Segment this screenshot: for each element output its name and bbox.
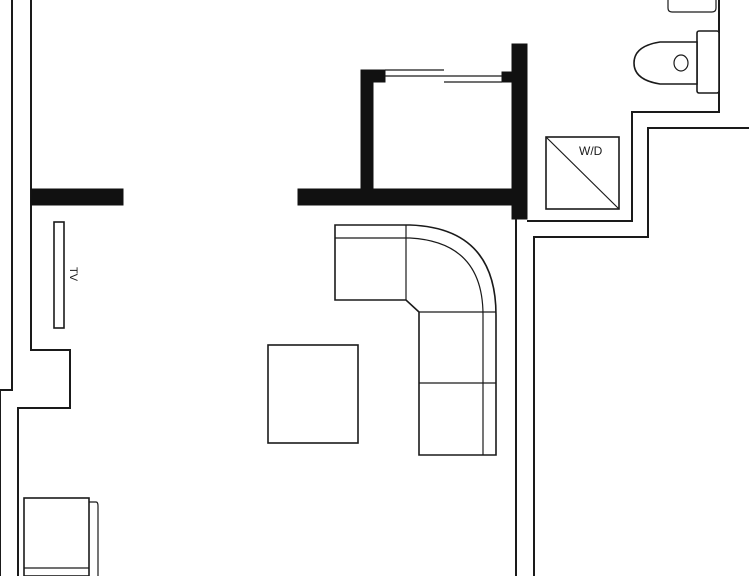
left-exterior-wall	[0, 0, 71, 576]
closet-alcove	[360, 43, 528, 220]
washer-dryer-label: W/D	[579, 144, 603, 158]
washer-dryer: W/D	[545, 136, 620, 210]
armchair	[23, 497, 99, 576]
tv-label: TV	[67, 267, 79, 282]
vanity	[667, 0, 717, 13]
interior-wall-center	[297, 188, 527, 206]
tv: TV	[53, 221, 79, 329]
interior-wall-left	[30, 188, 124, 206]
sectional-sofa	[334, 224, 497, 456]
coffee-table	[267, 344, 359, 444]
toilet	[633, 30, 720, 94]
